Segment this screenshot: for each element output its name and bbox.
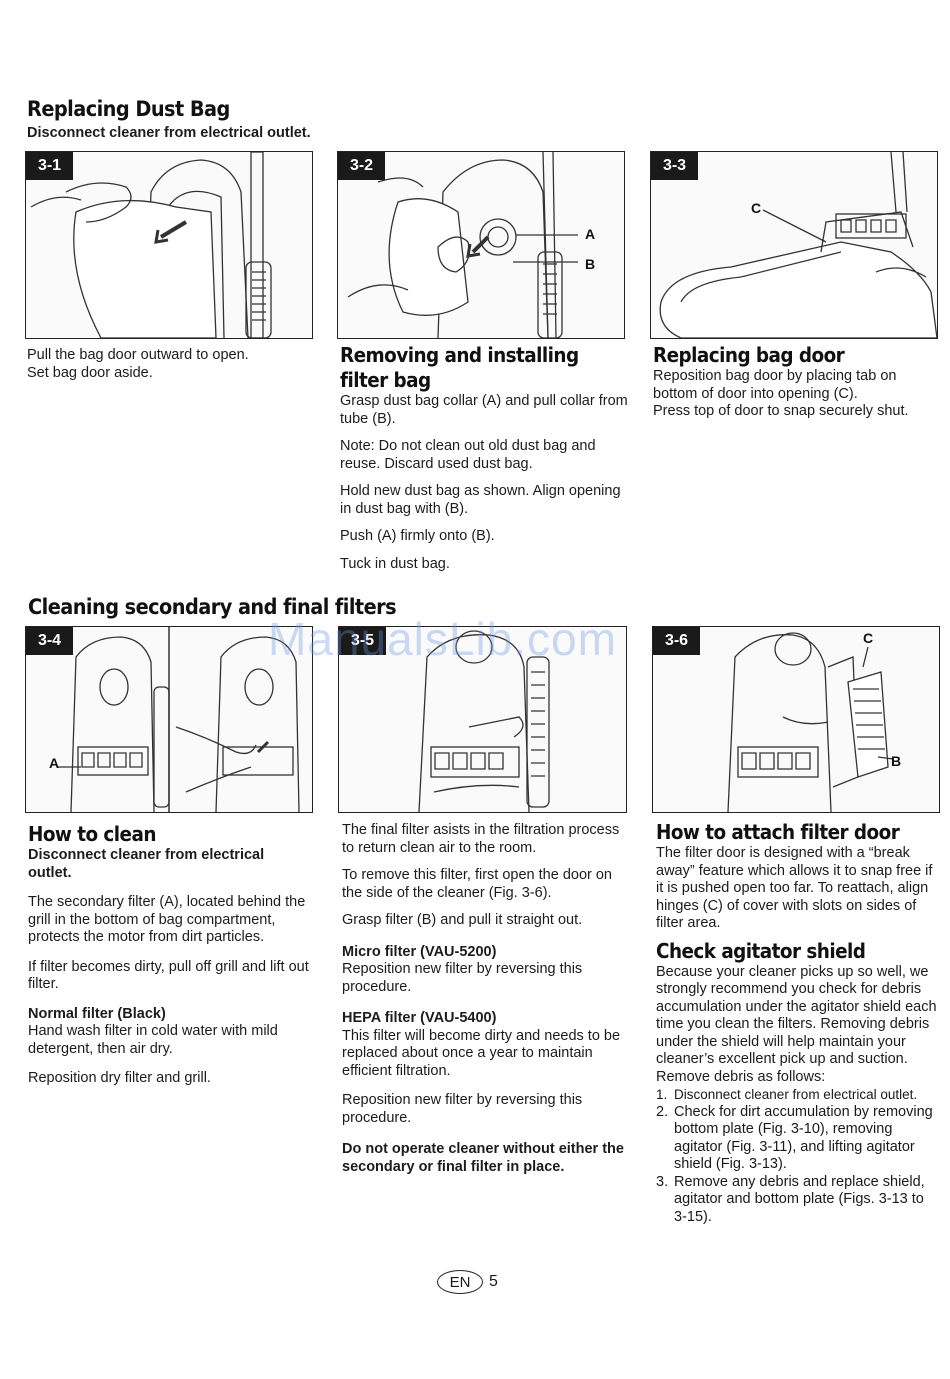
tuck-in-text: Tuck in dust bag. [340, 555, 450, 572]
callout-b: B [891, 753, 902, 769]
figure-3-5: 3-5 [338, 626, 627, 813]
figure-3-2: 3-2 A B [337, 151, 625, 339]
list-item: 2. Check for dirt accumulation by removi… [656, 1103, 933, 1173]
normal-filter-heading: Normal filter (Black) [28, 1005, 166, 1022]
replacing-bag-door-section: Replacing bag door Reposition bag door b… [653, 343, 938, 421]
callout-b: B [585, 256, 596, 272]
figure-3-2-illustration [347, 152, 578, 338]
heading-replacing-bag-door: Replacing bag door [653, 343, 845, 367]
callout-a: A [585, 226, 596, 242]
do-not-operate-warning: Do not operate cleaner without either th… [342, 1141, 624, 1175]
figure-3-4-illustration [58, 627, 300, 812]
heading-check-agitator-shield: Check agitator shield [656, 938, 866, 963]
section-title-replacing-dust-bag: Replacing Dust Bag [27, 97, 230, 121]
language-badge: EN [437, 1270, 483, 1294]
figure-badge: 3-4 [26, 627, 73, 655]
figure-3-1-illustration [30, 152, 272, 338]
hepa-replace-text: This filter will become dirty and needs … [342, 1027, 621, 1079]
hepa-reposition-text: Reposition new filter by reversing this … [342, 1092, 583, 1126]
hepa-filter-heading: HEPA filter (VAU-5400) [342, 1010, 497, 1026]
press-top-text: Press top of door to snap securely shut. [653, 403, 909, 419]
filter-door-section: How to attach filter door The filter doo… [656, 820, 940, 1226]
disconnect-warning: Disconnect cleaner from electrical outle… [27, 125, 311, 141]
heading-attach-filter-door: How to attach filter door [656, 820, 900, 844]
micro-reposition-text: Reposition new filter by reversing this … [342, 961, 583, 995]
removing-installing-section: Removing and installing filter bag Grasp… [340, 343, 630, 573]
hold-new-bag-text: Hold new dust bag as shown. Align openin… [340, 483, 621, 517]
figure-badge: 3-1 [26, 152, 73, 180]
hand-wash-text: Hand wash filter in cold water with mild… [28, 1023, 278, 1057]
list-item: 3. Remove any debris and replace shield,… [656, 1173, 925, 1225]
figure-3-4: 3-4 A [25, 626, 313, 813]
figure-3-6: 3-6 C B [652, 626, 940, 813]
secondary-filter-text: The secondary filter (A), located behind… [28, 894, 306, 945]
page-number: 5 [489, 1273, 498, 1290]
debris-steps-list: 1. Disconnect cleaner from electrical ou… [656, 1086, 940, 1226]
final-filter-section: The final filter asists in the filtratio… [342, 822, 632, 1176]
figure-badge: 3-2 [338, 152, 385, 180]
agitator-shield-text: Because your cleaner picks up so well, w… [656, 963, 937, 1085]
figure-3-1: 3-1 [25, 151, 313, 339]
micro-filter-heading: Micro filter (VAU-5200) [342, 943, 497, 960]
callout-c: C [863, 630, 874, 646]
break-away-text: The filter door is designed with a “brea… [656, 845, 933, 931]
figure-3-3: 3-3 C [650, 151, 938, 339]
figure-3-6-illustration [727, 632, 894, 812]
grasp-collar-text: Grasp dust bag collar (A) and pull colla… [340, 393, 628, 427]
list-item: 1. Disconnect cleaner from electrical ou… [656, 1087, 918, 1102]
reposition-dry-filter-text: Reposition dry filter and grill. [28, 1070, 211, 1086]
filter-dirty-text: If filter becomes dirty, pull off grill … [28, 958, 309, 993]
callout-c: C [751, 200, 762, 216]
remove-filter-text: To remove this filter, first open the do… [342, 867, 612, 901]
heading-how-to-clean: How to clean [28, 822, 156, 846]
note-text: Note: Do not clean out old dust bag and … [340, 438, 596, 472]
figure-3-3-illustration [659, 152, 937, 338]
heading-removing-installing: Removing and installing filter bag [340, 343, 579, 392]
figure-badge: 3-3 [651, 152, 698, 180]
how-to-clean-section: How to clean Disconnect cleaner from ele… [28, 822, 310, 1088]
section-title-cleaning-filters: Cleaning secondary and final filters [28, 595, 397, 619]
figure-badge: 3-5 [339, 627, 386, 655]
figure-3-5-illustration [418, 630, 550, 812]
page-footer: EN 5 [437, 1270, 498, 1294]
pull-bag-door-text: Pull the bag door outward to open. Set b… [27, 347, 249, 381]
callout-a: A [49, 755, 60, 771]
reposition-bag-door-text: Reposition bag door by placing tab on bo… [653, 368, 897, 402]
figure-badge: 3-6 [653, 627, 700, 655]
grasp-filter-text: Grasp filter (B) and pull it straight ou… [342, 912, 583, 928]
final-filter-text: The final filter asists in the filtratio… [342, 822, 620, 856]
push-a-text: Push (A) firmly onto (B). [340, 528, 495, 544]
disconnect-warning: Disconnect cleaner from electrical outle… [28, 847, 265, 881]
